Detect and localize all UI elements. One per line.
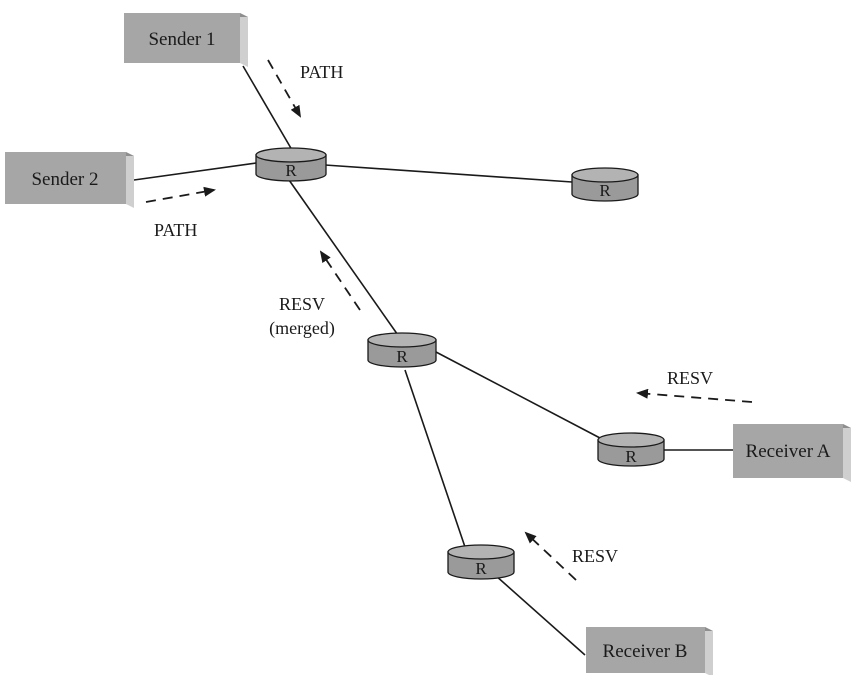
router-2-top: [571, 167, 639, 183]
receiver-b-node: Receiver B: [586, 627, 713, 677]
router-1: R: [255, 147, 327, 182]
link-r3-r5: [404, 369, 466, 548]
resv-arrow-merged: [319, 250, 361, 311]
link-sender2-r1: [133, 162, 257, 181]
link-r1-r2: [324, 164, 573, 183]
link-r3-r4: [435, 351, 601, 439]
message-labels: PATH PATH RESV (merged) RESV RESV: [154, 62, 713, 566]
router-5-label: R: [475, 559, 487, 578]
router-5: R: [447, 544, 515, 580]
sender-2-node: Sender 2: [5, 152, 134, 208]
receiver-a-box-side: [843, 424, 851, 482]
link-r5-receiver-b: [494, 574, 586, 656]
receiver-a-label: Receiver A: [746, 441, 831, 462]
resv-arrow-receiver-b: [524, 531, 577, 581]
sender-2-box: [5, 152, 126, 204]
link-r1-r3: [288, 179, 401, 339]
router-5-top: [447, 544, 515, 560]
receiver-b-box: [586, 627, 705, 673]
router-3-body: [367, 339, 437, 368]
router-2: R: [571, 167, 639, 202]
resv-label-receiver-a: RESV: [667, 368, 713, 388]
router-1-label: R: [285, 161, 297, 180]
path-label-sender2: PATH: [154, 220, 197, 240]
sender-2-label: Sender 2: [31, 169, 98, 190]
sender-1-label: Sender 1: [148, 29, 215, 50]
router-1-top: [255, 147, 327, 163]
router-2-label: R: [599, 181, 611, 200]
router-3: R: [367, 332, 437, 368]
resv-arrow-receiver-a: [636, 388, 753, 403]
router-4-label: R: [625, 447, 637, 466]
router-4-top: [597, 432, 665, 448]
message-arrows: [145, 59, 753, 581]
router-3-label: R: [396, 347, 408, 366]
router-3-top: [367, 332, 437, 348]
sender-2-box-side: [126, 152, 134, 208]
sender-1-box: [124, 13, 240, 63]
resv-merged-label-line1: RESV: [279, 294, 325, 314]
receiver-a-box: [733, 424, 843, 478]
resv-merged-label-line2: (merged): [269, 318, 335, 339]
path-arrow-sender1: [267, 59, 301, 118]
router-5-body: [447, 551, 515, 580]
receiver-b-box-side: [705, 627, 713, 677]
sender-1-box-side: [240, 13, 248, 67]
links: [133, 65, 733, 656]
link-sender1-r1: [242, 65, 293, 151]
sender-1-node: Sender 1: [124, 13, 248, 67]
resv-label-receiver-b: RESV: [572, 546, 618, 566]
receiver-a-node: Receiver A: [733, 424, 851, 482]
path-label-sender1: PATH: [300, 62, 343, 82]
path-arrow-sender2: [145, 186, 216, 203]
router-4: R: [597, 432, 665, 467]
receiver-b-label: Receiver B: [603, 641, 688, 662]
